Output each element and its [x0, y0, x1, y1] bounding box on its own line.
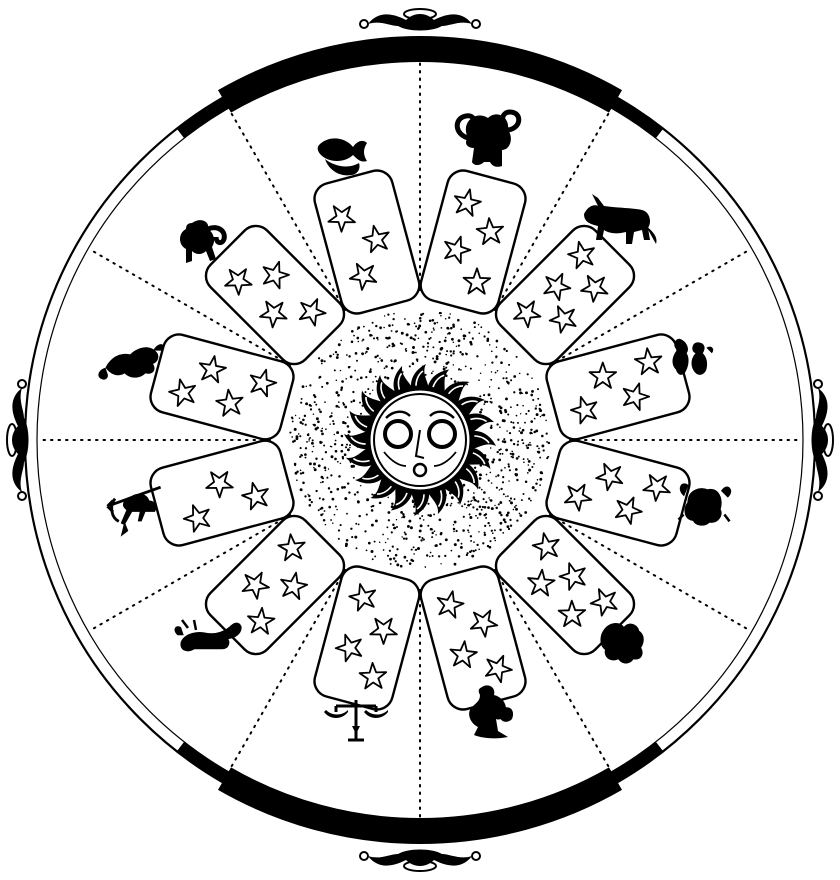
mouth — [414, 464, 426, 476]
right-eye — [429, 421, 455, 447]
right-ornament — [812, 380, 834, 500]
left-ornament — [7, 380, 29, 500]
top-ornament — [360, 9, 480, 31]
bottom-ornament — [360, 850, 480, 872]
left-eye — [385, 421, 411, 447]
lion-icon — [600, 623, 643, 663]
